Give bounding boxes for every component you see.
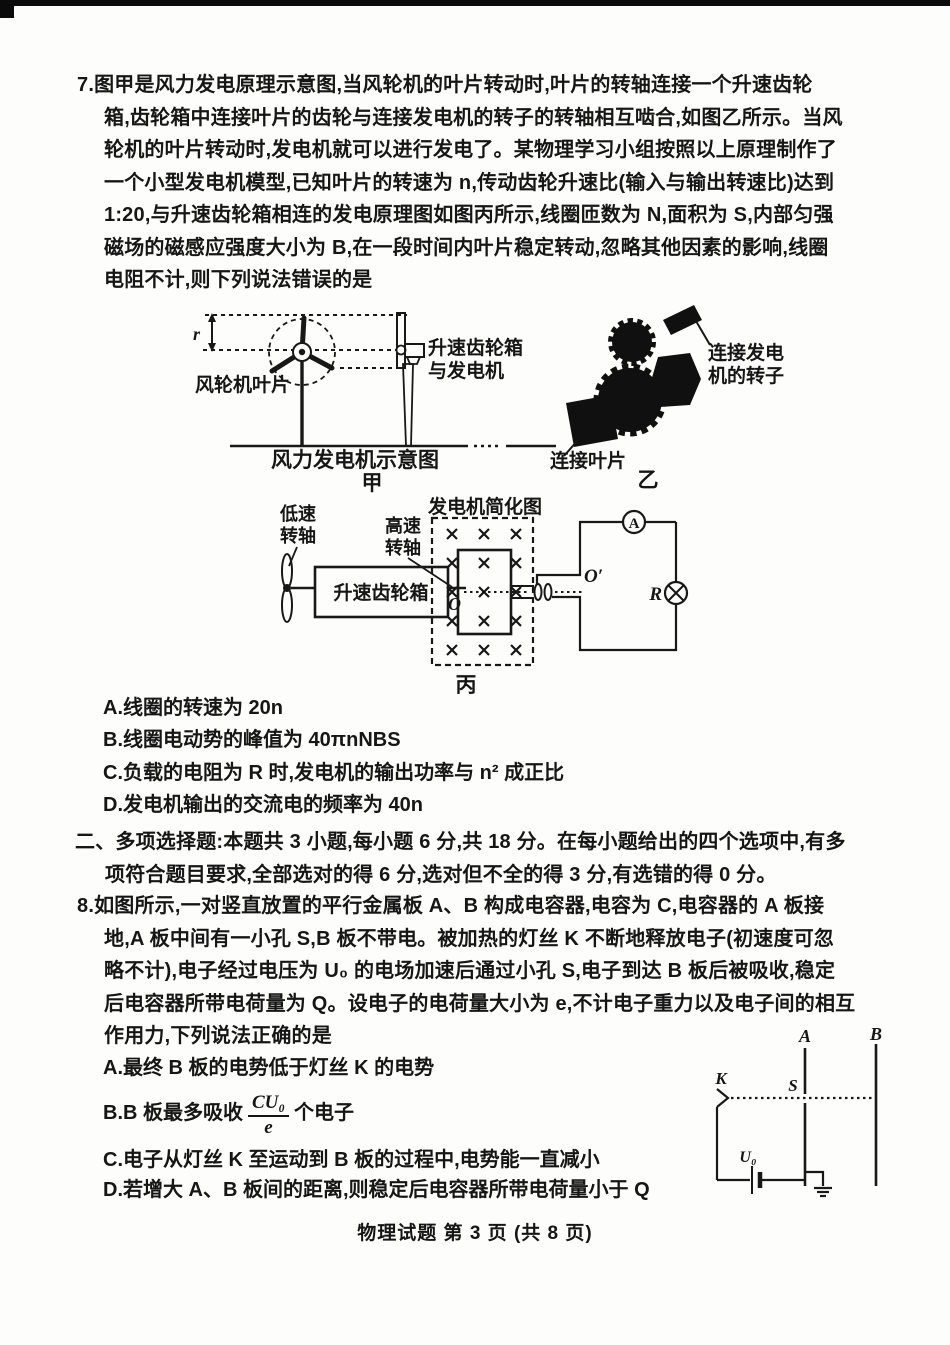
generator-diagram-title: 发电机简化图 (427, 495, 542, 518)
section-2-line: 二、多项选择题:本题共 3 小题,每小题 6 分,共 18 分。在每小题给出的四… (75, 831, 846, 853)
low-shaft-leader (288, 546, 298, 567)
voltage-u0-label: U₀ (739, 1149, 756, 1166)
nacelle-label-line1: 升速齿轮箱 (428, 336, 523, 359)
high-speed-shaft-label-2: 转轴 (385, 537, 421, 558)
figure-jia-tag: 甲 (362, 472, 383, 495)
battery-symbol: U₀ (739, 1149, 763, 1194)
q7-line: 轮机的叶片转动时,发电机就可以进行发电了。某物理学习小组按照以上原理制作了 (104, 139, 837, 161)
q8-option-b-prefix: B.B 板最多吸收 (103, 1102, 243, 1124)
q8-option-c: C.电子从灯丝 K 至运动到 B 板的过程中,电势能一直减小 (103, 1149, 600, 1171)
figure-jia-wind-turbine: r 风轮机叶片 升速齿轮箱 与发电机 风力发电机示意图 甲 (193, 312, 556, 495)
r-dimension-arrow: r (193, 313, 216, 352)
nacelle-structure (395, 312, 425, 447)
q7-line: 一个小型发电机模型,已知叶片的转速为 n,传动齿轮升速比(输入与输出转速比)达到 (104, 171, 835, 194)
accelerating-circuit-wires (715, 1107, 805, 1182)
filament-symbol (716, 1088, 730, 1108)
rotor-leader-line (695, 320, 711, 346)
plate-b-label: B (869, 1024, 882, 1044)
page-footer: 物理试题 第 3 页 (共 8 页) (357, 1223, 593, 1244)
q7-line: 7.图甲是风力发电原理示意图,当风轮机的叶片转动时,叶片的转轴连接一个升速齿轮 (77, 74, 813, 96)
q7-line: 磁场的磁感应强度大小为 B,在一段时间内叶片稳定转动,忽略其他因素的影响,线圈 (104, 236, 829, 259)
hole-s-label: S (788, 1076, 797, 1095)
ground-symbol (805, 1170, 832, 1198)
turbine-blades (269, 315, 335, 374)
q7-option-b: B.线圈电动势的峰值为 40πnNBS (103, 729, 401, 751)
low-speed-shaft-label-1: 低速 (279, 503, 316, 524)
question-7-stem: 7.图甲是风力发电原理示意图,当风轮机的叶片转动时,叶片的转轴连接一个升速齿轮 … (77, 69, 907, 297)
question-8-stem: 8.如图所示,一对竖直放置的平行金属板 A、B 构成电容器,电容为 C,电容器的… (77, 890, 907, 1053)
high-shaft-leader (407, 557, 453, 588)
ammeter: A (621, 509, 647, 535)
q8-line: 后电容器所带电荷量为 Q。设电子的电荷量大小为 e,不计电子重力以及电子间的相互 (104, 992, 856, 1015)
blade-leader-line (563, 439, 579, 457)
plate-a-label: A (798, 1026, 811, 1046)
r-label: r (193, 324, 201, 344)
low-speed-shaft-label-2: 转轴 (280, 525, 316, 546)
q8-option-a: A.最终 B 板的电势低于灯丝 K 的电势 (103, 1057, 435, 1079)
scan-corner-mark (0, 0, 14, 18)
blade-connect-label: 连接叶片 (550, 449, 626, 472)
axis-o-label: O (448, 594, 461, 614)
rotor-label-line1: 连接发电 (708, 341, 784, 364)
q8-line: 作用力,下列说法正确的是 (104, 1025, 332, 1047)
q7-option-d: D.发电机输出的交流电的频率为 40n (103, 794, 424, 816)
rotor-label-line2: 机的转子 (708, 364, 784, 387)
ammeter-letter: A (629, 516, 640, 532)
rotor-shaft (663, 305, 702, 335)
gearbox-label: 升速齿轮箱 (333, 581, 428, 604)
q8-option-d: D.若增大 A、B 板间的距离,则稳定后电容器所带电荷量小于 Q (103, 1179, 650, 1201)
gear-coupling-block (651, 353, 701, 407)
q7-line: 电阻不计,则下列说法错误的是 (104, 269, 373, 291)
scan-top-edge (0, 0, 950, 6)
q8-line: 8.如图所示,一对竖直放置的平行金属板 A、B 构成电容器,电容为 C,电容器的… (77, 895, 825, 917)
slip-rings (512, 583, 553, 601)
external-circuit-wires (535, 520, 678, 652)
q8-line: 地,A 板中间有一小孔 S,B 板不带电。被加热的灯丝 K 不断地释放电子(初速… (104, 927, 835, 950)
q7-option-c: C.负载的电阻为 R 时,发电机的输出功率与 n² 成正比 (103, 762, 565, 784)
lamp-load: R (648, 580, 689, 606)
section-2-header: 二、多项选择题:本题共 3 小题,每小题 6 分,共 18 分。在每小题给出的四… (75, 826, 905, 891)
high-speed-shaft-label-1: 高速 (385, 515, 421, 536)
figure-yi-gears: 连接发电 机的转子 连接叶片 乙 (550, 305, 784, 492)
q8-option-b-suffix: 个电子 (294, 1102, 355, 1124)
figure-jia-caption: 风力发电机示意图 (271, 448, 439, 472)
small-gear (608, 318, 656, 366)
figure-bing-generator: 发电机简化图 低速 转轴 升速齿轮箱 高速 转轴 (279, 495, 689, 697)
figure-q8-capacitor-circuit: A B S K U₀ (714, 1024, 882, 1198)
resistor-r-label: R (648, 584, 662, 605)
axis-o-prime-label: O′ (584, 566, 603, 587)
blade-shaft-block (566, 395, 618, 447)
blade-label: 风轮机叶片 (195, 373, 290, 396)
cathode-k-label: K (714, 1069, 728, 1088)
figure-bing-tag: 丙 (456, 674, 477, 697)
gearbox-box (313, 565, 450, 619)
q7-line: 1:20,与升速齿轮箱相连的发电原理图如图丙所示,线圈匝数为 N,面积为 S,内… (104, 204, 834, 226)
q7-option-a: A.线圈的转速为 20n (103, 697, 284, 719)
q8-line: 略不计),电子经过电压为 U₀ 的电场加速后通过小孔 S,电子到达 B 板后被吸… (104, 960, 836, 982)
figure-yi-tag: 乙 (638, 469, 659, 492)
coil-rectangle (456, 548, 513, 636)
field-region-dashed-box (430, 516, 535, 667)
propeller (281, 553, 315, 623)
fraction-numerator: CU₀ (248, 1091, 290, 1117)
nacelle-label-line2: 与发电机 (428, 359, 504, 382)
q7-line: 箱,齿轮箱中连接叶片的齿轮与连接发电机的转子的转轴相互啮合,如图乙所示。当风 (104, 106, 843, 129)
capacitor-plates (803, 1044, 878, 1186)
fraction-denominator: e (264, 1117, 273, 1138)
section-2-line: 项符合题目要求,全部选对的得 6 分,选对但不全的得 3 分,有选错的得 0 分… (105, 863, 777, 886)
